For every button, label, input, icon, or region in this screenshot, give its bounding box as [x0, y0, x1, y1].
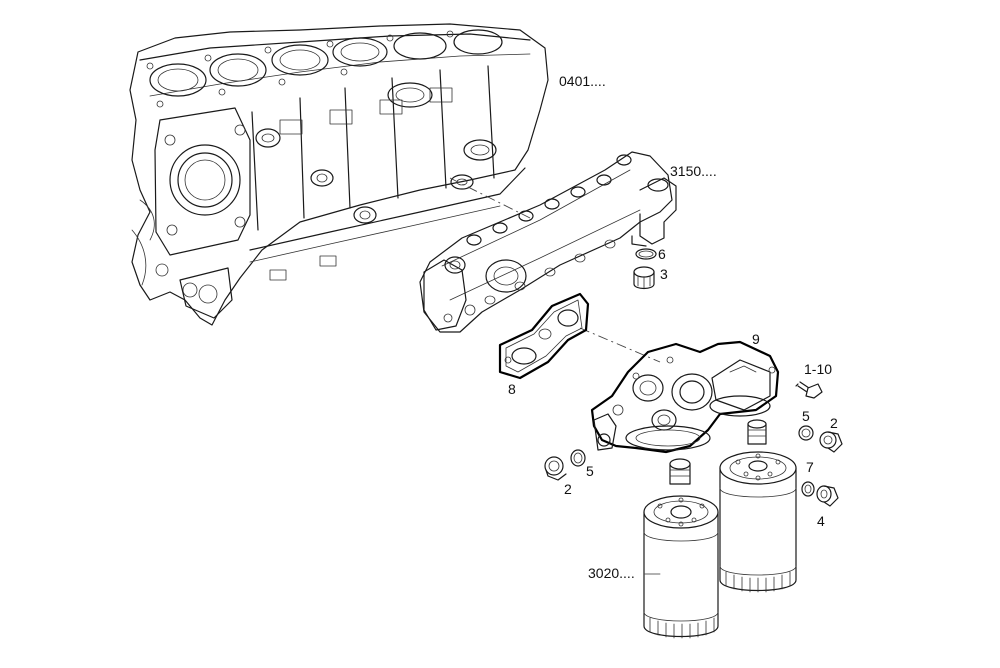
callout-5-left: 5	[586, 463, 594, 479]
oil-cooler-housing	[419, 151, 677, 333]
plug-3	[633, 266, 655, 290]
callout-9: 9	[752, 331, 760, 347]
plug-2-left	[544, 456, 567, 481]
o-ring-5-left	[570, 449, 586, 467]
callout-2-left: 2	[564, 481, 572, 497]
callout-3150: 3150....	[670, 163, 717, 179]
callout-4: 4	[817, 513, 825, 529]
alignment-line-gasket	[579, 327, 661, 363]
callout-1-10: 1-10	[804, 361, 832, 377]
callout-0401: 0401....	[559, 73, 606, 89]
callout-8: 8	[508, 381, 516, 397]
alignment-line-block	[449, 177, 531, 219]
oil-filter-left	[643, 458, 719, 639]
plug-4	[816, 485, 839, 507]
filter-head	[590, 340, 780, 454]
plug-2-right	[819, 431, 843, 453]
callout-7: 7	[806, 459, 814, 475]
engine-block	[129, 23, 549, 326]
callout-2-right: 2	[830, 415, 838, 431]
bolt-1-10	[795, 381, 823, 399]
o-ring-5-right	[798, 425, 814, 441]
callout-6: 6	[658, 246, 666, 262]
oil-filter-right	[719, 419, 797, 593]
o-ring-7	[801, 481, 815, 497]
o-ring-6	[635, 248, 657, 260]
gasket	[498, 292, 590, 380]
callout-5-right: 5	[802, 408, 810, 424]
callout-3020: 3020....	[588, 565, 635, 581]
callout-3: 3	[660, 266, 668, 282]
